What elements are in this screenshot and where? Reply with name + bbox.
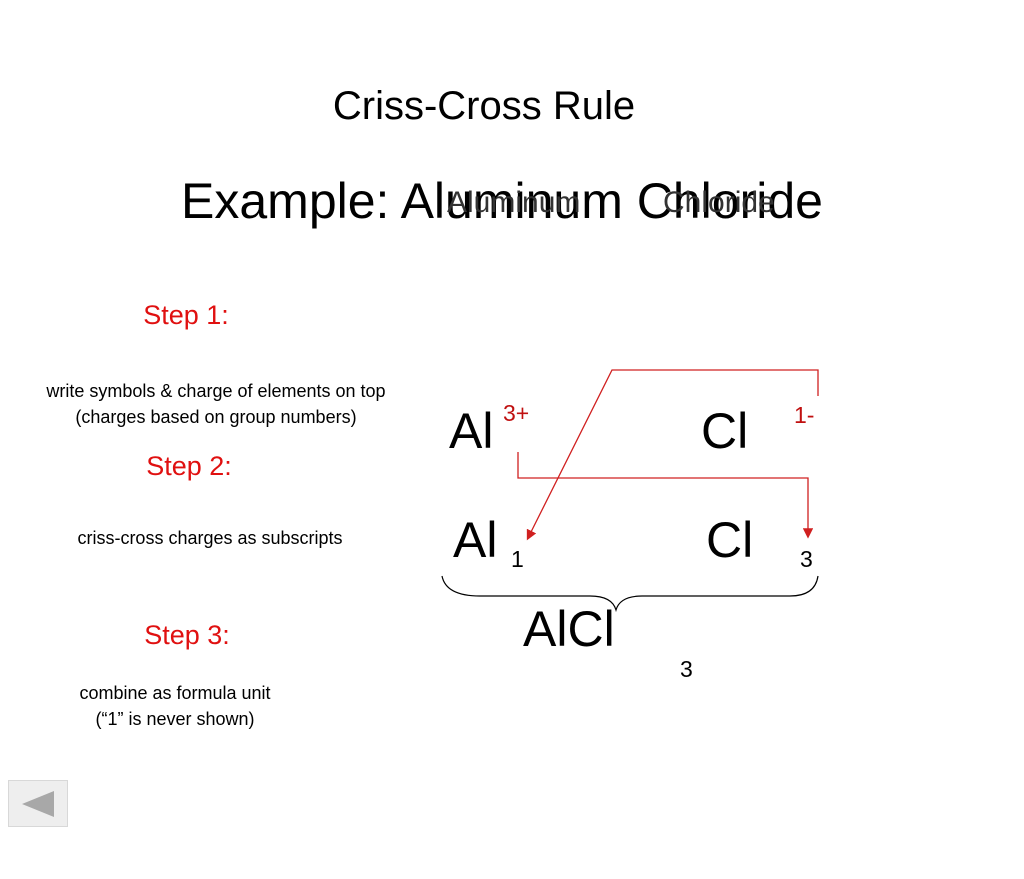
row2-cl-symbol: Cl <box>706 512 754 568</box>
arrow-charge-3-to-cl <box>517 452 814 539</box>
step-2-description: criss-cross charges as subscripts <box>10 525 410 551</box>
step-1-label: Step 1: <box>143 300 229 330</box>
left-arrow-icon <box>22 790 54 817</box>
step-2-label: Step 2: <box>146 451 232 481</box>
row1-cl-charge: 1- <box>794 402 815 428</box>
result-subscript: 3 <box>680 656 693 682</box>
overlay-text-aluminum: Aluminum <box>447 186 581 219</box>
overlay-text-chloride: Chloride <box>663 186 775 219</box>
step-1-desc-line2: (charges based on group numbers) <box>75 407 357 427</box>
step-3-label: Step 3: <box>144 620 230 650</box>
row1-al-symbol: Al <box>449 403 494 459</box>
row2-cl-subscript: 3 <box>800 546 813 572</box>
step-1-description: write symbols & charge of elements on to… <box>16 378 416 430</box>
previous-slide-button[interactable] <box>8 780 68 827</box>
row2-al-subscript: 1 <box>511 546 524 572</box>
result-formula: AlCl <box>523 601 615 657</box>
example-heading: Example: Aluminum Chloride <box>181 173 823 229</box>
step-3-desc-line1: combine as formula unit <box>79 683 271 703</box>
arrow-charge-1-to-al <box>526 369 819 541</box>
row1-al-charge: 3+ <box>503 400 530 426</box>
slide-title: Criss-Cross Rule <box>332 84 636 128</box>
row2-al-symbol: Al <box>453 512 498 568</box>
combine-brace <box>441 575 819 613</box>
row1-cl-symbol: Cl <box>701 403 749 459</box>
step-3-desc-line2: (“1” is never shown) <box>95 709 255 729</box>
step-2-desc-line1: criss-cross charges as subscripts <box>77 528 343 548</box>
step-1-desc-line1: write symbols & charge of elements on to… <box>46 381 386 401</box>
step-3-description: combine as formula unit (“1” is never sh… <box>25 680 325 732</box>
